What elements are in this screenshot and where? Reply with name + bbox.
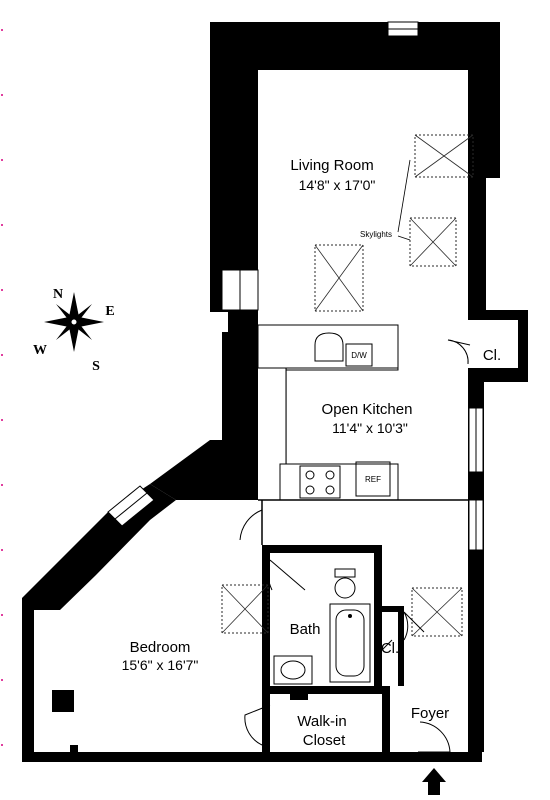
skylight — [409, 217, 457, 267]
living-room-name: Living Room — [290, 157, 373, 174]
skylight — [221, 584, 269, 634]
foyer-name: Foyer — [411, 705, 449, 722]
skylight — [314, 244, 364, 312]
walkin-closet-name-2: Closet — [303, 732, 346, 749]
kitchen-dims: 11'4" x 10'3" — [332, 420, 408, 436]
doors — [239, 339, 471, 753]
compass-e: E — [105, 304, 114, 319]
bedroom-name: Bedroom — [130, 639, 191, 656]
svg-text:REF: REF — [365, 475, 381, 484]
windows — [107, 21, 484, 551]
kitchen-sink — [314, 332, 344, 362]
left-margin-dots — [1, 29, 3, 746]
compass-n: N — [53, 287, 63, 302]
toilet — [334, 568, 356, 599]
refrigerator: REF — [355, 461, 391, 497]
compass-w: W — [33, 343, 47, 358]
compass-s: S — [92, 359, 100, 374]
bedroom-dims: 15'6" x 16'7" — [122, 657, 199, 673]
kitchen-name: Open Kitchen — [322, 401, 413, 418]
exterior-walls — [22, 22, 528, 762]
stove — [299, 465, 341, 499]
skylight — [411, 587, 463, 637]
walkin-closet-name-1: Walk-in — [297, 713, 346, 730]
svg-text:D/W: D/W — [351, 351, 367, 360]
bathtub — [329, 603, 371, 683]
kitchen-counters: D/W REF — [257, 324, 399, 501]
skylights: Skylights — [221, 134, 474, 637]
closet-upper-name: Cl. — [483, 347, 501, 364]
compass-rose-icon — [44, 292, 104, 352]
closet-lower-name: Cl. — [381, 640, 399, 657]
bath-fixtures — [273, 568, 371, 685]
bath-name: Bath — [290, 621, 321, 638]
entry-arrow-icon — [422, 768, 446, 795]
living-room-dims: 14'8" x 17'0" — [299, 177, 376, 193]
bath-sink — [273, 655, 313, 685]
skylights-label: Skylights — [360, 230, 392, 239]
dishwasher: D/W — [345, 343, 373, 367]
skylight — [414, 134, 474, 178]
